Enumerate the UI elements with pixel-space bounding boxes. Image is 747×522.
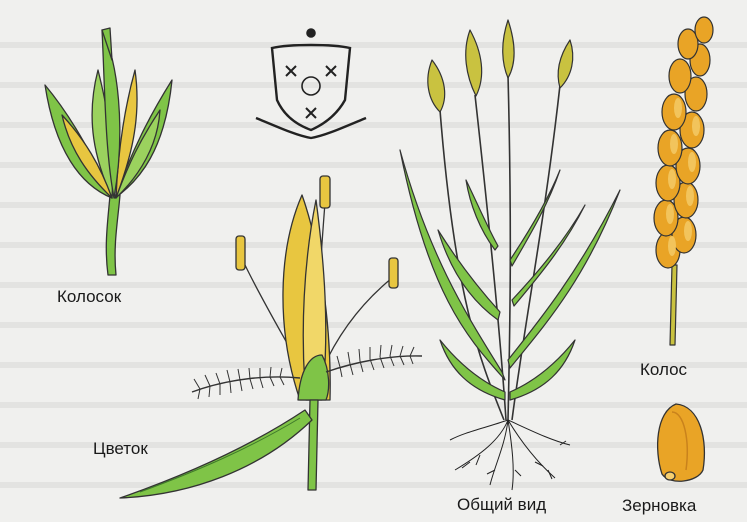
label-overall-view: Общий вид [457, 496, 546, 513]
spike-illustration [654, 17, 713, 345]
label-grain: Зерновка [622, 497, 696, 514]
grain-illustration [658, 404, 705, 481]
flower-illustration [120, 176, 422, 498]
feathery-stigma-left [192, 367, 300, 399]
overall-plant-illustration [400, 20, 620, 490]
feathery-stigma-right [326, 345, 422, 377]
spikelet-illustration [45, 28, 172, 275]
label-spikelet: Колосок [57, 288, 121, 305]
label-spike: Колос [640, 361, 687, 378]
label-flower: Цветок [93, 440, 148, 457]
